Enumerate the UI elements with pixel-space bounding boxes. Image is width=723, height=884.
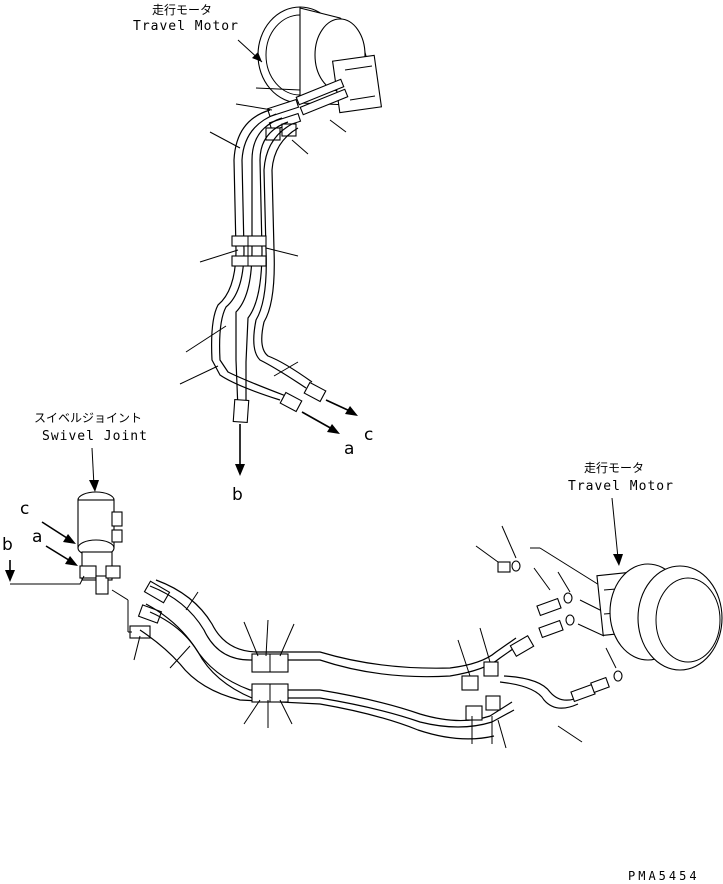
left-port-label-b: b (2, 535, 13, 555)
drawing-code: PMA5454 (628, 869, 700, 883)
right-motor-label-jp: 走行モータ (584, 461, 644, 475)
upper-flow-arrows (235, 399, 358, 476)
upper-port-label-b: b (232, 485, 243, 505)
left-port-label-c: c (20, 499, 29, 519)
top-motor-label-jp: 走行モータ (152, 3, 212, 17)
swivel-label-en: Swivel Joint (42, 429, 148, 444)
swivel-outlet-fittings (111, 580, 171, 639)
swivel-leader-arrow (89, 480, 99, 492)
right-motor-label-en: Travel Motor (568, 479, 674, 494)
left-port-label-a: a (32, 527, 42, 547)
swivel-label-jp: スイベルジョイント (34, 411, 142, 425)
lower-clamp-leaders (133, 591, 507, 749)
top-hose-clamps (231, 235, 267, 267)
left-flow-arrows (5, 521, 85, 585)
top-motor-leader-arrow (252, 52, 262, 62)
top-motor-label-en: Travel Motor (133, 19, 239, 34)
lower-hoses (139, 579, 583, 740)
top-vertical-hoses (211, 109, 313, 411)
right-motor-leader-arrow (613, 554, 623, 566)
top-motor-leaders (209, 87, 347, 155)
swivel-leader (91, 447, 95, 487)
top-clamp-leaders (179, 247, 299, 385)
swivel-joint (77, 491, 123, 595)
upper-port-label-c: c (364, 425, 373, 445)
right-motor-fittings (497, 560, 623, 703)
upper-port-label-a: a (344, 439, 354, 459)
lower-hose-clamps (251, 653, 501, 721)
right-motor-leader (611, 497, 619, 559)
top-motor-fittings (265, 78, 349, 141)
top-hose-end-fittings (232, 381, 327, 424)
right-travel-motor (596, 563, 723, 671)
